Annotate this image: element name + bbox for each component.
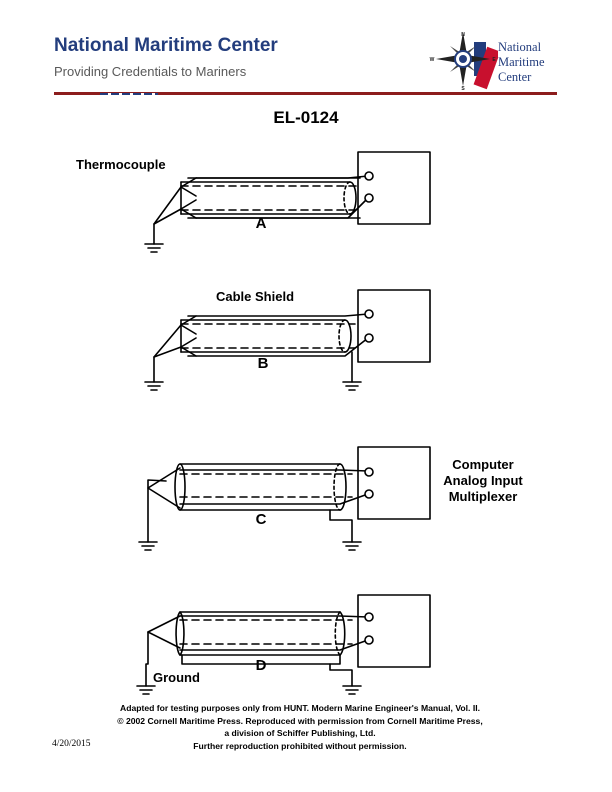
shield-dashed	[180, 185, 361, 211]
header-divider	[54, 92, 557, 95]
sheath-right-end-back	[334, 611, 341, 656]
terminal-low	[364, 635, 374, 645]
sheath-right-end	[344, 319, 352, 353]
page-title: National Maritime Center	[54, 35, 278, 56]
sheath-left-end	[175, 611, 185, 656]
question-code: EL-0124	[273, 108, 339, 127]
compass-logo-icon: N S W E	[430, 32, 498, 90]
option-a-label: A	[256, 215, 267, 232]
diagram-d	[136, 594, 431, 695]
diagram-b	[144, 289, 431, 391]
page-subtitle: Providing Credentials to Mariners	[54, 64, 247, 79]
sheath-right-end	[339, 611, 346, 656]
ground-left-d	[136, 615, 181, 695]
credit-line: Further reproduction prohibited without …	[193, 740, 407, 751]
sheath-right-end	[339, 463, 347, 511]
sheath-outline	[179, 611, 341, 656]
signal-wire-high	[187, 313, 369, 317]
terminal-low	[364, 489, 374, 499]
sheath-right-end-back	[333, 463, 341, 511]
option-c-label: C	[256, 511, 267, 528]
diagram-a	[144, 151, 431, 253]
logo-red-stripe	[473, 46, 498, 90]
signal-wire-low	[187, 337, 369, 357]
sheath-outline	[179, 463, 341, 511]
shield-dashed	[179, 473, 353, 498]
signal-wire-high	[179, 469, 369, 472]
shield-drain-d	[181, 654, 341, 665]
compass-w-label: W	[430, 57, 435, 63]
terminal-low	[364, 333, 374, 343]
sheath-left-end	[174, 463, 186, 511]
instrument-box	[357, 594, 431, 668]
signal-wire-low	[179, 493, 369, 505]
thermocouple-label: Thermocouple	[76, 157, 166, 172]
terminal-high	[364, 171, 374, 181]
device-label-line-3: Multiplexer	[449, 489, 518, 504]
logo-text-line: Maritime	[498, 55, 545, 69]
sheath-outline	[180, 181, 351, 215]
credit-line: Adapted for testing purposes only from H…	[120, 703, 480, 713]
option-d-label: D	[256, 657, 267, 674]
revision-date: 4/20/2015	[52, 739, 91, 749]
instrument-box	[357, 151, 431, 225]
signal-wire-high	[187, 175, 369, 179]
ground-right-c	[329, 509, 362, 551]
logo-wordmark: National Maritime Center	[498, 40, 545, 85]
header-divider-accent	[100, 93, 158, 95]
sheath-outline	[180, 319, 346, 353]
signal-wire-low	[179, 639, 369, 651]
device-label-line-2: Analog Input	[443, 473, 523, 488]
ground-left-a	[144, 186, 182, 253]
compass-e-label: E	[492, 57, 496, 63]
thermocouple-wires	[195, 177, 361, 219]
cable-shield-label: Cable Shield	[216, 289, 294, 304]
option-b-label: B	[258, 355, 269, 372]
thermocouple-junction	[180, 177, 197, 219]
sheath-right-end-back	[343, 181, 351, 215]
logo-text-line: Center	[498, 70, 532, 84]
ground-label: Ground	[153, 670, 200, 685]
credit-line: a division of Schiffer Publishing, Ltd.	[224, 728, 376, 739]
ground-right-b	[342, 351, 362, 391]
thermocouple-junction	[180, 315, 197, 357]
terminal-high	[364, 467, 374, 477]
shield-dashed	[179, 619, 353, 645]
compass-seal-center	[459, 55, 467, 63]
copyright-credit: Adapted for testing purposes only from H…	[60, 702, 540, 752]
ground-right-d	[329, 663, 362, 695]
instrument-box	[357, 446, 431, 520]
terminal-high	[364, 309, 374, 319]
compass-s-label: S	[461, 86, 465, 90]
terminal-high	[364, 612, 374, 622]
ground-left-b	[144, 324, 182, 391]
shield-dashed	[180, 323, 356, 349]
credit-line: © 2002 Cornell Maritime Press. Reproduce…	[117, 715, 483, 726]
compass-n-label: N	[461, 32, 465, 38]
thermocouple-junction	[147, 467, 181, 509]
diagram-c	[138, 446, 431, 551]
terminal-low	[364, 193, 374, 203]
signal-wire-high	[179, 615, 369, 618]
instrument-box	[357, 289, 431, 363]
sheath-right-end-back	[338, 319, 346, 353]
device-label-line-1: Computer	[452, 457, 513, 472]
logo-text-line: National	[498, 40, 542, 54]
signal-wire-low	[187, 197, 369, 219]
